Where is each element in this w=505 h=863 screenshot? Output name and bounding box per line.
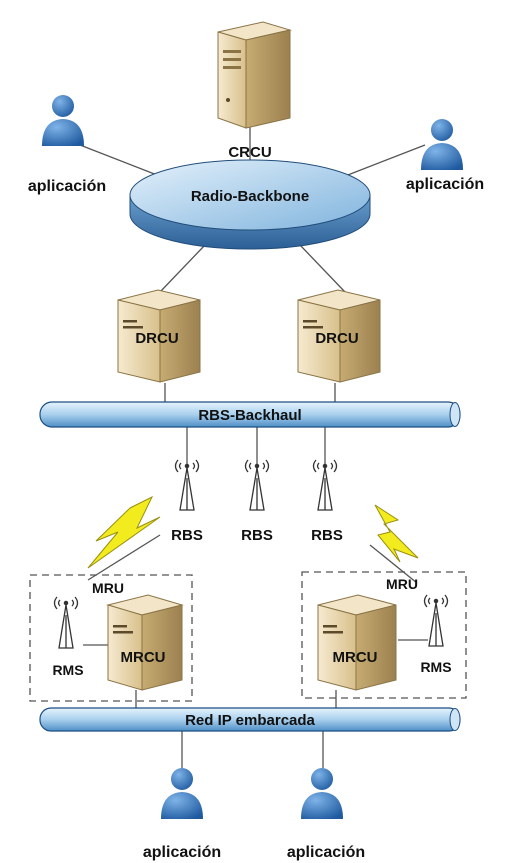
top-left-user-label: aplicación [28,178,106,195]
onboard-network-label: Red IP embarcada [185,712,315,729]
connection-lines [79,118,428,768]
antenna-icon [53,596,79,649]
onboard-ip-network-bus [39,707,461,732]
antenna-icon [244,459,270,511]
rbs-label-3: RBS [311,527,343,544]
lightning-icon [374,504,419,563]
drcu-right-label: DRCU [315,330,358,347]
person-icon [161,768,203,819]
bottom-right-user-label: aplicación [287,844,365,861]
mru-right-label: MRU [386,576,418,592]
mrcu-left-label: MRCU [121,649,166,666]
radio-backbone-disc [129,159,371,250]
person-icon [421,119,463,170]
mrcu-right-label: MRCU [333,649,378,666]
rbs-backhaul-bus [39,401,461,428]
top-right-user-label: aplicación [406,176,484,193]
person-icon [42,95,84,146]
rms-right-label: RMS [420,659,451,675]
rbs-label-2: RBS [241,527,273,544]
drcu-left-label: DRCU [135,330,178,347]
mrcu-server-left [106,594,184,691]
drcu-server-left [117,289,201,383]
crcu-server [217,21,292,129]
bottom-left-user-label: aplicación [143,844,221,861]
drcu-server-right [297,289,381,383]
crcu-label: CRCU [228,144,271,161]
person-icon [301,768,343,819]
antenna-icon [423,594,449,647]
mru-right-box [301,571,467,699]
backhaul-label: RBS-Backhaul [198,407,301,424]
lightning-icon [87,495,161,569]
antenna-icon [312,459,338,511]
antenna-icon [174,459,200,511]
backbone-label: Radio-Backbone [191,188,309,205]
mru-left-label: MRU [92,580,124,596]
rms-left-label: RMS [52,662,83,678]
mrcu-server-right [317,594,397,691]
rbs-label-1: RBS [171,527,203,544]
